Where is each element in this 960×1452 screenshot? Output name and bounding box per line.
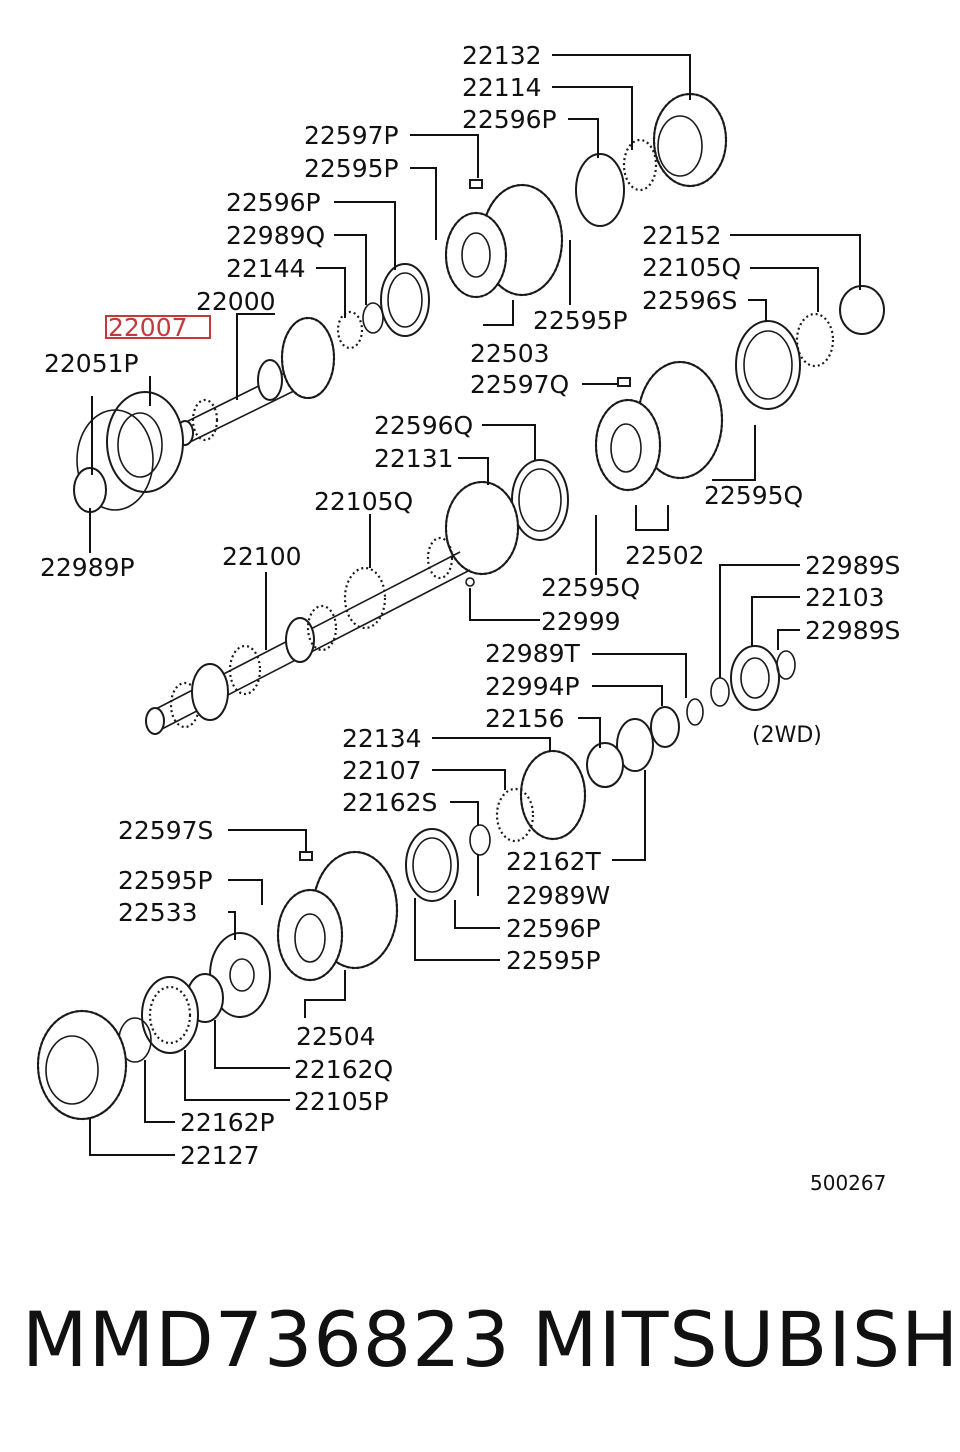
nut-22994P: [650, 706, 680, 748]
label-22100[interactable]: 22100: [222, 542, 302, 571]
label-22595Q-b[interactable]: 22595Q: [541, 573, 640, 602]
label-22989S-a[interactable]: 22989S: [805, 551, 900, 580]
label-22597S[interactable]: 22597S: [118, 816, 213, 845]
snap-ring-22989S: [710, 677, 730, 707]
brand-name: MITSUBISHI: [532, 1295, 960, 1384]
label-22596S[interactable]: 22596S: [642, 286, 737, 315]
snap-ring-22162S: [469, 824, 491, 856]
label-22989Q[interactable]: 22989Q: [226, 221, 325, 250]
label-22989S-b[interactable]: 22989S: [805, 616, 900, 645]
snap-ring-22989S-b: [776, 650, 796, 680]
label-22595Q-a[interactable]: 22595Q: [704, 481, 803, 510]
label-22132[interactable]: 22132: [462, 41, 542, 70]
washer-22162T: [616, 718, 654, 772]
synchro-ring-22596P-low: [405, 828, 459, 902]
label-22107[interactable]: 22107: [342, 756, 422, 785]
figure-id: 500267: [810, 1171, 886, 1195]
label-22105Q-a[interactable]: 22105Q: [642, 253, 741, 282]
gear-22127: [36, 1009, 128, 1121]
label-22504[interactable]: 22504: [296, 1022, 376, 1051]
label-22989P[interactable]: 22989P: [40, 553, 135, 582]
synchro-assembly-22502: [594, 360, 724, 492]
label-22152[interactable]: 22152: [642, 221, 722, 250]
label-22162P[interactable]: 22162P: [180, 1108, 275, 1137]
label-22156[interactable]: 22156: [485, 704, 565, 733]
snap-ring-22989Q: [362, 302, 384, 334]
synchro-ring-22596S: [735, 320, 801, 410]
synchro-ring-22596Q: [511, 459, 569, 541]
label-22103[interactable]: 22103: [805, 583, 885, 612]
label-22989W[interactable]: 22989W: [506, 881, 610, 910]
label-22595P-c[interactable]: 22595P: [118, 866, 213, 895]
gear-22132: [652, 92, 728, 188]
label-22162T[interactable]: 22162T: [506, 847, 602, 876]
label-22595P-b[interactable]: 22595P: [533, 306, 628, 335]
main-shaft-22100: [145, 536, 471, 735]
highlight-box-22007: [105, 315, 211, 339]
leader-lines: [89, 54, 861, 1156]
footer: MMD736823 MITSUBISHI: [0, 1295, 960, 1395]
needle-bearing-22105Q: [795, 312, 835, 368]
label-22131[interactable]: 22131: [374, 444, 454, 473]
label-22595P-a[interactable]: 22595P: [304, 154, 399, 183]
part-labels: 22132 22114 22596P 22597P 22595P 22596P …: [40, 41, 900, 1195]
synchro-ring-22596P-top: [575, 153, 625, 227]
needle-bearing-22144: [336, 310, 364, 350]
needle-bearing-22107: [495, 787, 535, 843]
label-22596P-c[interactable]: 22596P: [506, 914, 601, 943]
label-22134[interactable]: 22134: [342, 724, 422, 753]
label-22597Q[interactable]: 22597Q: [470, 370, 569, 399]
label-22007[interactable]: 22007: [108, 313, 188, 342]
needle-bearing-22114: [622, 138, 658, 192]
label-22127[interactable]: 22127: [180, 1141, 260, 1170]
part-number: MMD736823: [22, 1295, 511, 1384]
label-22533[interactable]: 22533: [118, 898, 198, 927]
label-22503[interactable]: 22503: [470, 339, 550, 368]
label-22162Q[interactable]: 22162Q: [294, 1055, 393, 1084]
sleeve-22156: [586, 742, 624, 788]
key-22597P: [469, 179, 483, 189]
part-drawings: [36, 92, 885, 1121]
input-shaft-22000: [176, 316, 336, 446]
synchro-assembly-22504: [276, 850, 399, 982]
ball-22999: [465, 577, 475, 587]
label-22596Q[interactable]: 22596Q: [374, 411, 473, 440]
label-22502[interactable]: 22502: [625, 541, 705, 570]
label-22596P-a[interactable]: 22596P: [462, 105, 557, 134]
snap-ring-22989T: [686, 698, 704, 726]
label-22051P[interactable]: 22051P: [44, 349, 139, 378]
snap-ring-22989P: [73, 467, 107, 513]
label-22162S[interactable]: 22162S: [342, 788, 437, 817]
label-22114[interactable]: 22114: [462, 73, 542, 102]
needle-bearing-22105Q-b: [343, 566, 387, 630]
key-22597S: [299, 851, 313, 861]
label-22105P[interactable]: 22105P: [294, 1087, 389, 1116]
gear-22131: [444, 480, 520, 576]
label-22994P[interactable]: 22994P: [485, 672, 580, 701]
label-22595P-d[interactable]: 22595P: [506, 946, 601, 975]
label-22989T[interactable]: 22989T: [485, 639, 581, 668]
gear-22134: [519, 749, 587, 841]
label-22596P-b[interactable]: 22596P: [226, 188, 321, 217]
label-22597P[interactable]: 22597P: [304, 121, 399, 150]
collar-22152: [839, 285, 885, 335]
label-22999[interactable]: 22999: [541, 607, 621, 636]
label-2wd: (2WD): [752, 723, 822, 748]
label-22000[interactable]: 22000: [196, 287, 276, 316]
bearing-22103: [730, 645, 780, 711]
key-22597Q: [617, 377, 631, 387]
synchro-assembly-22503: [444, 183, 564, 299]
bearing-22051P: [76, 391, 184, 511]
exploded-parts-diagram: 22132 22114 22596P 22597P 22595P 22596P …: [36, 41, 900, 1195]
label-22105Q-b[interactable]: 22105Q: [314, 487, 413, 516]
label-22144[interactable]: 22144: [226, 254, 306, 283]
